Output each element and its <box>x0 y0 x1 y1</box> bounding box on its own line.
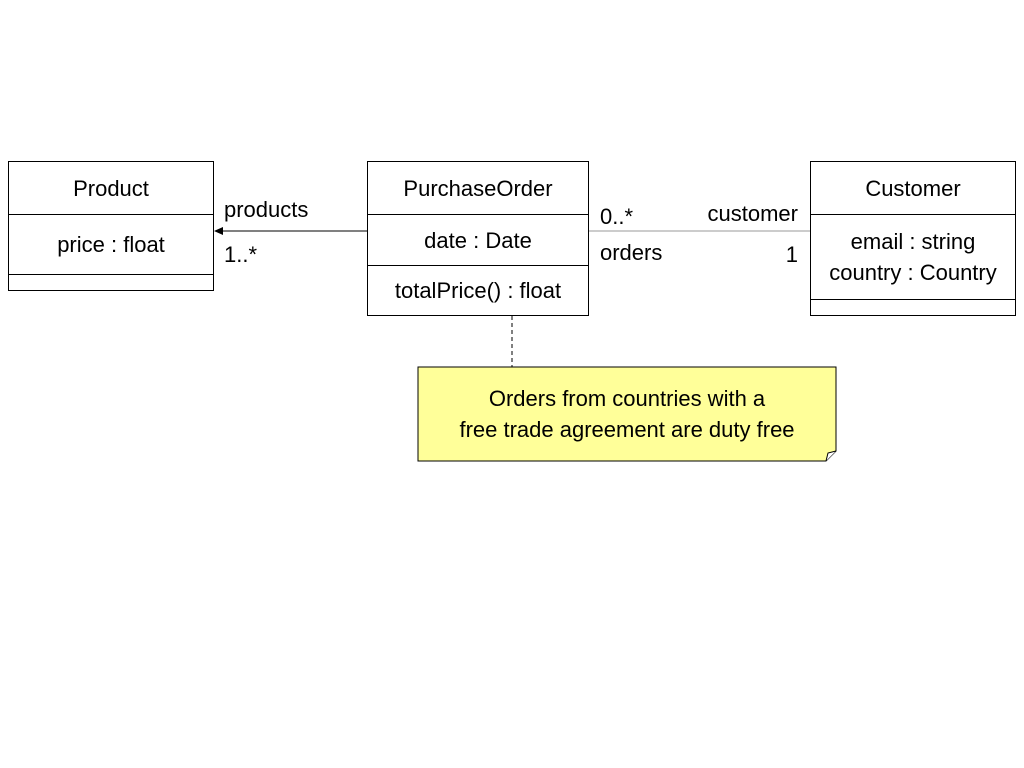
class-name: PurchaseOrder <box>403 175 553 201</box>
class-name: Customer <box>865 175 961 201</box>
attribute: date : Date <box>424 227 532 253</box>
class-product-attributes: price : float <box>9 214 213 274</box>
note-line: free trade agreement are duty free <box>459 417 795 442</box>
role-products: products <box>224 197 309 222</box>
note[interactable]: Orders from countries with a free trade … <box>418 367 836 461</box>
class-product-operations <box>9 274 213 290</box>
class-purchaseorder-attributes: date : Date <box>368 214 588 265</box>
note-line: Orders from countries with a <box>488 386 766 411</box>
association-arrowhead <box>214 227 223 235</box>
role-customer: customer <box>707 201 798 226</box>
multiplicity-customer: 1 <box>785 242 798 267</box>
attribute: price : float <box>57 232 165 257</box>
class-customer-name: Customer <box>811 162 1015 214</box>
class-customer-operations <box>811 299 1015 315</box>
class-customer-attributes: email : string country : Country <box>811 214 1015 299</box>
class-customer[interactable]: Customer email : string country : Countr… <box>810 161 1016 316</box>
class-purchaseorder-operations: totalPrice() : float <box>368 265 588 315</box>
role-orders: orders <box>600 240 663 265</box>
attribute: email : string <box>850 229 976 254</box>
class-purchaseorder[interactable]: PurchaseOrder date : Date totalPrice() :… <box>367 161 589 316</box>
attribute: country : Country <box>829 260 997 285</box>
note-fold <box>825 450 837 462</box>
multiplicity-products: 1..* <box>224 242 258 267</box>
class-product[interactable]: Product price : float <box>8 161 214 291</box>
class-product-name: Product <box>9 162 213 214</box>
operation: totalPrice() : float <box>394 278 562 303</box>
class-purchaseorder-name: PurchaseOrder <box>368 162 588 214</box>
class-name: Product <box>73 175 149 201</box>
multiplicity-orders: 0..* <box>600 204 634 229</box>
